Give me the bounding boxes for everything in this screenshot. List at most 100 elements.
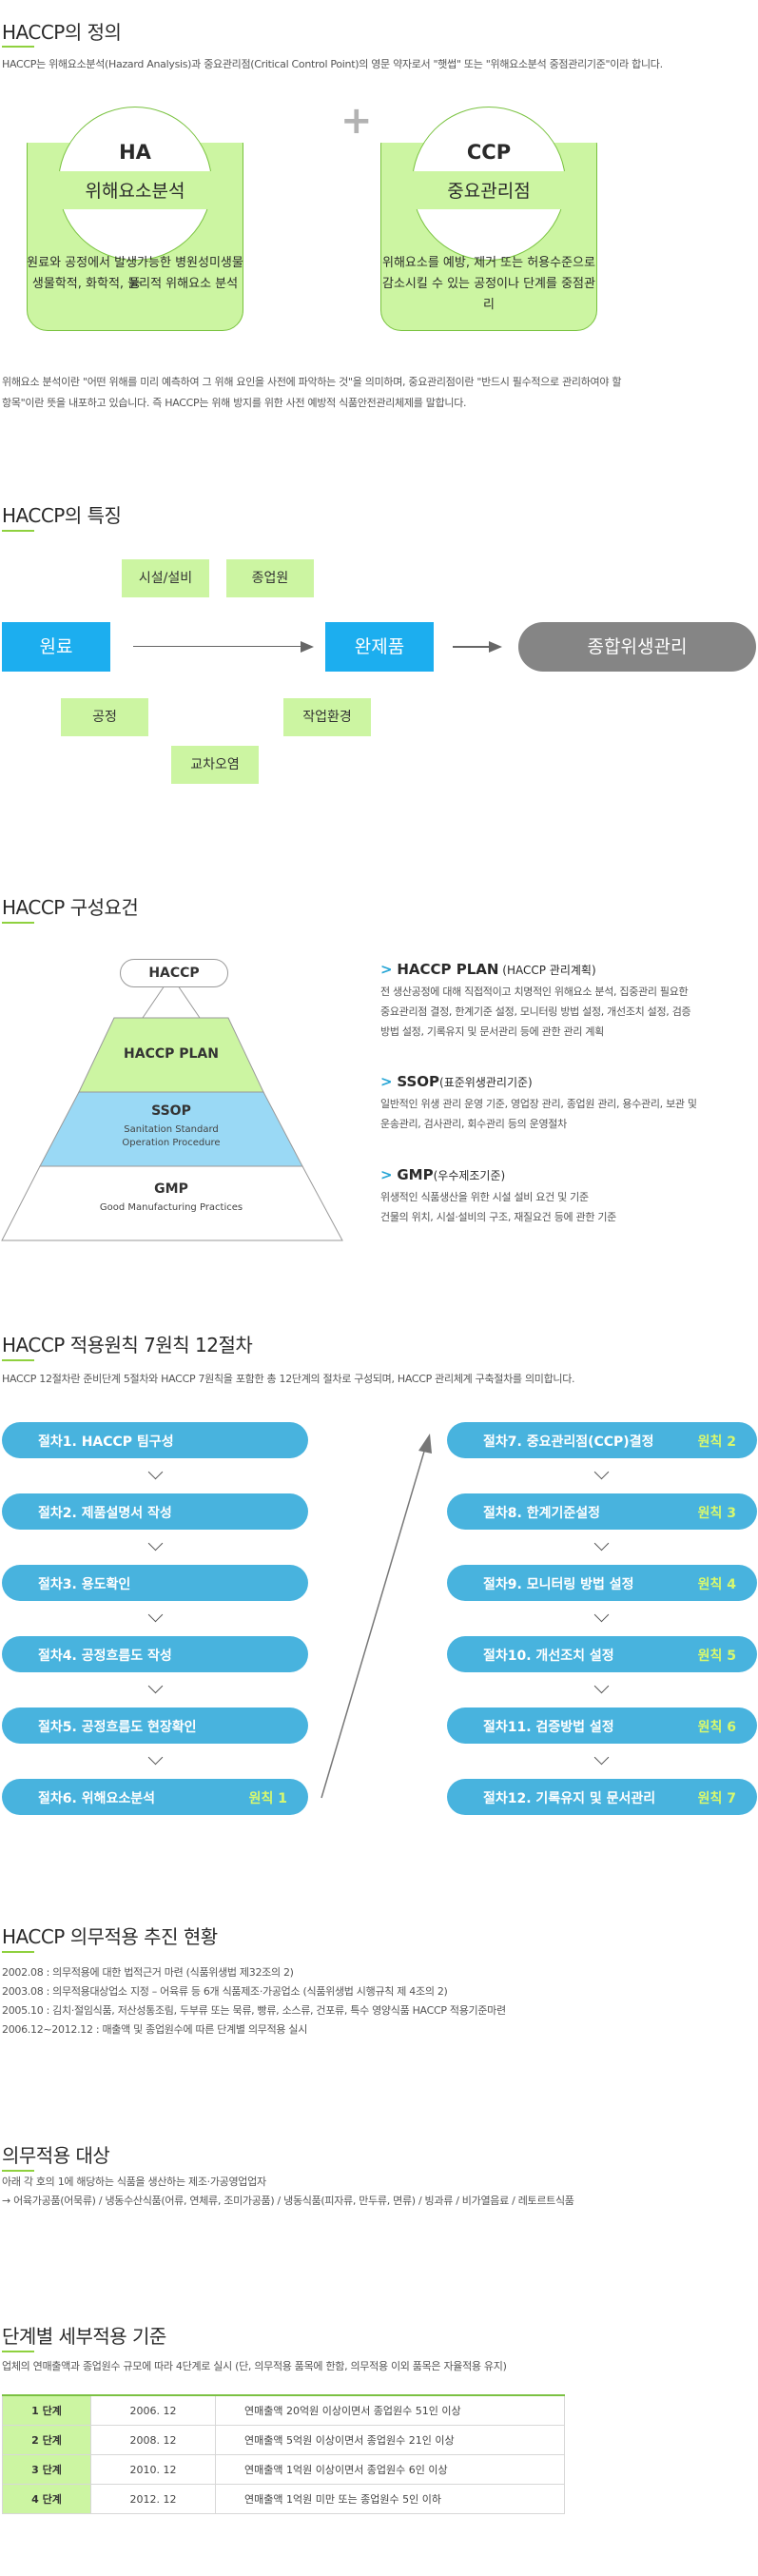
plus-icon: + [340,99,373,143]
req-item-gmp: > GMP(우수제조기준) [380,1166,506,1183]
criteria-cell: 연매출액 20억원 이상이면서 종업원수 51인 이상 [215,2394,565,2426]
stages-intro: 업체의 연매출액과 종업원수 규모에 따라 4단계로 실시 (단, 의무적용 품… [2,2360,507,2372]
ccp-desc-1: 위해요소를 예방, 제거 또는 허용수준으로 [382,256,595,270]
stage-cell: 2 단계 [2,2425,91,2455]
chevron-down-icon [593,1607,610,1623]
definition-title: HACCP의 정의 [2,21,122,44]
finished-product-box: 완제품 [325,622,434,672]
factor-process: 공정 [61,698,148,736]
title-underline [2,1951,34,1953]
definition-para-1: 위해요소 분석이란 "어떤 위해를 미리 예측하여 그 위해 요인을 사전에 파… [2,376,622,388]
arrow-line [133,646,302,647]
table-row: 1 단계 2006. 12 연매출액 20억원 이상이면서 종업원수 51인 이… [2,2394,565,2426]
factor-staff: 종업원 [226,559,314,597]
connector-arrow [321,1434,432,1799]
req-desc: 방법 설정, 기록유지 및 문서관리 등에 관한 관리 계획 [380,1025,604,1038]
title-underline [2,922,34,924]
pyramid-diagram [1,964,343,1241]
req-desc: 중요관리점 결정, 한계기준 설정, 모니터링 방법 설정, 개선조치 설정, … [380,1005,691,1018]
title-underline [2,530,34,532]
ha-desc-2: 생물학적, 화학적, 물리적 위해요소 분석 [31,277,239,291]
ccp-abbr: CCP [466,141,512,164]
ccp-desc-2: 감소시킬 수 있는 공정이나 단계를 중점관리 [382,277,595,312]
factor-facility: 시설/설비 [122,559,209,597]
pyramid-ssop-sub-1: Sanitation Standard [124,1124,219,1135]
procedure-step-3: 절차3. 용도확인 [2,1565,308,1601]
chevron-right-icon: > [380,1166,393,1183]
stage-cell: 3 단계 [2,2454,91,2485]
stage-cell: 1 단계 [2,2394,91,2426]
pyramid-ssop-label: SSOP [151,1103,191,1119]
requirements-title: HACCP 구성요건 [2,896,139,919]
ha-name: 위해요소분석 [85,181,185,202]
chevron-down-icon [593,1749,610,1766]
procedure-step-2: 절차2. 제품설명서 작성 [2,1493,308,1530]
principles-title: HACCP 적용원칙 7원칙 12절차 [2,1334,253,1356]
pyramid-top-label: HACCP [120,959,228,987]
pyramid-gmp-layer [1,1165,343,1241]
total-hygiene-box: 종합위생관리 [518,622,756,672]
status-line-1: 2002.08 : 의무적용에 대한 법적근거 마련 (식품위생법 제32조의 … [2,1966,294,1979]
arrow-head-icon [489,641,502,653]
chevron-right-icon: > [380,961,393,978]
pyramid-plan-label: HACCP PLAN [124,1046,219,1062]
chevron-down-icon [593,1678,610,1694]
features-title: HACCP의 특징 [2,504,122,527]
table-row: 4 단계 2012. 12 연매출액 1억원 미만 또는 종업원수 5인 이하 [2,2484,565,2514]
table-row: 3 단계 2010. 12 연매출액 1억원 이상이면서 종업원수 6인 이상 [2,2454,565,2485]
title-underline [2,1359,34,1361]
chevron-right-icon: > [380,1073,393,1090]
targets-title: 의무적용 대상 [2,2144,110,2167]
date-cell: 2012. 12 [90,2484,216,2514]
status-line-4: 2006.12~2012.12 : 매출액 및 종업원수에 따른 단계별 의무적… [2,2023,308,2036]
pyramid-gmp-sub: Good Manufacturing Practices [99,1202,243,1213]
factor-cross-contamination: 교차오염 [171,746,259,784]
status-line-3: 2005.10 : 김치·절임식품, 저산성통조림, 두부류 또는 묵류, 빵류… [2,2004,506,2017]
criteria-cell: 연매출액 1억원 이상이면서 종업원수 6인 이상 [215,2454,565,2485]
ha-abbr: HA [119,141,151,164]
stages-title: 단계별 세부적용 기준 [2,2325,166,2348]
chevron-down-icon [147,1607,164,1623]
stage-cell: 4 단계 [2,2484,91,2514]
date-cell: 2010. 12 [90,2454,216,2485]
chevron-down-icon [593,1535,610,1551]
principles-intro: HACCP 12절차란 준비단계 5절차와 HACCP 7원칙을 포함한 총 1… [2,1373,575,1385]
req-desc: 위생적인 식품생산을 위한 시설 설비 요건 및 기준 [380,1191,589,1203]
procedure-step-5: 절차5. 공정흐름도 현장확인 [2,1708,308,1744]
criteria-cell: 연매출액 1억원 미만 또는 종업원수 5인 이하 [215,2484,565,2514]
targets-line-1: 아래 각 호의 1에 해당하는 식품을 생산하는 제조·가공영업업자 [2,2176,266,2188]
chevron-down-icon [147,1464,164,1480]
date-cell: 2006. 12 [90,2394,216,2426]
table-row: 2 단계 2008. 12 연매출액 5억원 이상이면서 종업원수 21인 이상 [2,2425,565,2455]
raw-material-box: 원료 [2,622,110,672]
req-desc: 건물의 위치, 시설·설비의 구조, 재질요건 등에 관한 기준 [380,1211,617,1223]
status-title: HACCP 의무적용 추진 현황 [2,1925,218,1948]
chevron-down-icon [147,1749,164,1766]
status-line-2: 2003.08 : 의무적용대상업소 지정 – 어육류 등 6개 식품제조·가공… [2,1985,448,1998]
definition-para-2: 항목"이란 뜻을 내포하고 있습니다. 즉 HACCP는 위해 방지를 위한 사… [2,397,467,409]
procedure-step-4: 절차4. 공정흐름도 작성 [2,1636,308,1672]
arrow-line [453,646,491,648]
chevron-down-icon [593,1464,610,1480]
definition-intro: HACCP는 위해요소분석(Hazard Analysis)과 중요관리점(Cr… [2,58,663,70]
req-item-haccp-plan: > HACCP PLAN (HACCP 관리계획) [380,961,596,978]
req-desc: 일반적인 위생 관리 운영 기준, 영업장 관리, 종업원 관리, 용수관리, … [380,1098,697,1110]
chevron-down-icon [147,1678,164,1694]
arrow-head-icon [418,1434,432,1454]
req-item-ssop: > SSOP(표준위생관리기준) [380,1073,533,1090]
arrow-head-icon [301,641,314,653]
targets-line-2: → 어육가공품(어묵류) / 냉동수산식품(어류, 연체류, 조미가공품) / … [2,2195,574,2207]
chevron-down-icon [147,1535,164,1551]
procedure-step-1: 절차1. HACCP 팀구성 [2,1422,308,1458]
ha-desc-1: 원료와 공정에서 발생가능한 병원성미생물등 [27,256,243,291]
ccp-name: 중요관리점 [447,181,531,202]
title-underline [2,2170,34,2172]
date-cell: 2008. 12 [90,2425,216,2455]
title-underline [2,46,34,48]
